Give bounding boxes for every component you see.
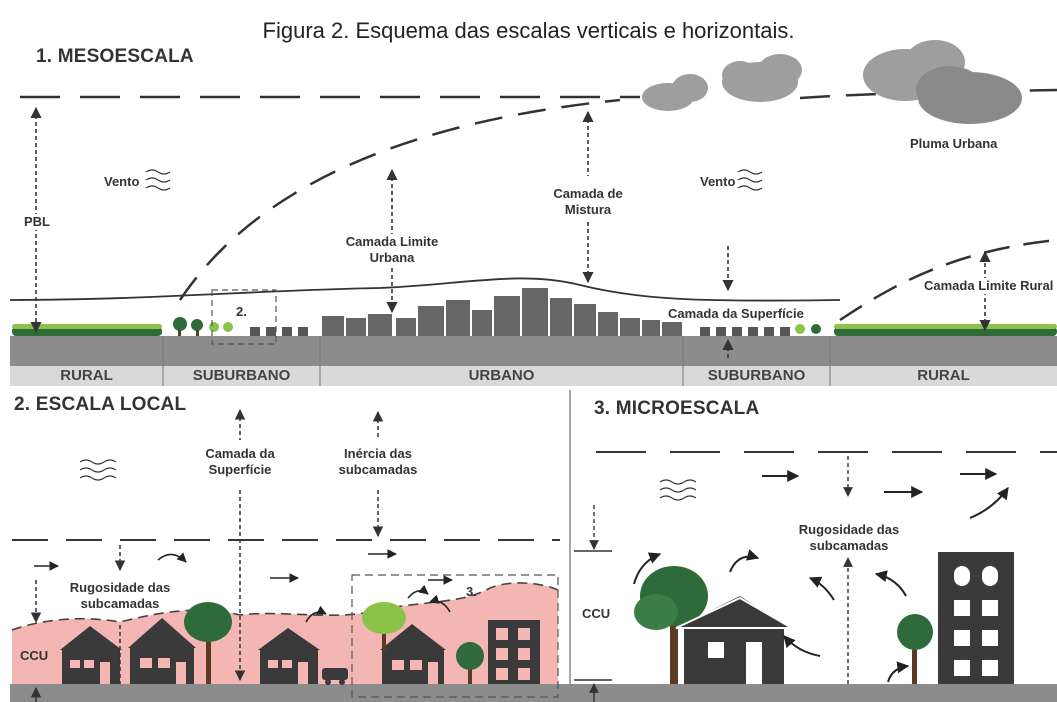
meso-ground xyxy=(10,336,1057,366)
label-micro-rugosidade-line1: Rugosidade das xyxy=(798,522,900,537)
label-camada-limite-urbana: Camada Limite Urbana xyxy=(340,234,444,266)
local-scale-panel xyxy=(10,408,570,702)
label-inercia: Inércia das subcamadas xyxy=(330,446,426,478)
urban-skyline xyxy=(322,288,682,336)
label-inset-3: 3. xyxy=(466,584,477,599)
surface-layer-curve xyxy=(9,277,841,302)
label-camada-limite-urbana-line1: Camada Limite xyxy=(345,234,439,249)
label-local-ccu: CCU xyxy=(20,648,49,663)
figure-caption: Figura 2. Esquema das escalas verticais … xyxy=(262,18,795,43)
label-local-camada-superficie-line2: Superfície xyxy=(208,462,272,477)
zone-suburbano-right: SUBURBANO xyxy=(707,367,806,384)
zone-rural-left: RURAL xyxy=(60,367,113,384)
label-inercia-line2: subcamadas xyxy=(338,462,418,477)
inset-3-box xyxy=(351,574,559,698)
zone-band xyxy=(10,366,1057,386)
label-local-rugosidade-line1: Rugosidade das xyxy=(69,580,171,595)
ucl-top-line xyxy=(11,582,559,631)
mesoscale-panel xyxy=(9,40,1057,386)
cloud-icon xyxy=(642,40,1022,124)
local-ground xyxy=(10,684,570,702)
suburban-houses-right xyxy=(700,324,821,336)
tree-icon xyxy=(184,602,484,684)
inset-2-box xyxy=(211,289,277,345)
label-inercia-line1: Inércia das xyxy=(344,446,412,461)
label-pbl: PBL xyxy=(24,214,50,230)
zone-suburbano-left: SUBURBANO xyxy=(192,367,291,384)
label-camada-superficie: Camada da Superfície xyxy=(668,306,804,321)
label-vento-left: Vento xyxy=(104,174,140,189)
label-pluma-urbana: Pluma Urbana xyxy=(910,136,998,151)
label-local-camada-superficie-line1: Camada da xyxy=(205,446,275,461)
panel-title-micro: 3. MICROESCALA xyxy=(594,398,760,419)
label-micro-rugosidade-line2: subcamadas xyxy=(809,538,889,553)
label-camada-mistura-line1: Camada de xyxy=(553,186,623,201)
label-micro-rugosidade: Rugosidade das subcamadas xyxy=(796,522,902,554)
zone-rural-right: RURAL xyxy=(917,367,970,384)
house-icon xyxy=(675,596,796,684)
label-camada-mistura-line2: Mistura xyxy=(564,202,612,217)
label-micro-ccu: CCU xyxy=(582,606,611,621)
building-icon xyxy=(488,620,540,684)
microscale-panel xyxy=(570,451,1057,702)
rural-vegetation-right xyxy=(834,324,1057,336)
label-camada-mistura: Camada de Mistura xyxy=(548,186,628,218)
suburban-houses-left xyxy=(250,327,308,336)
label-local-rugosidade: Rugosidade das subcamadas xyxy=(66,580,174,612)
zone-urbano: URBANO xyxy=(468,367,535,384)
tree-icon xyxy=(634,566,933,684)
car-icon xyxy=(322,668,348,685)
wind-icon xyxy=(79,459,117,481)
building-icon xyxy=(938,552,1014,684)
panel-title-meso: 1. MESOESCALA xyxy=(36,46,194,67)
label-local-rugosidade-line2: subcamadas xyxy=(80,596,160,611)
rural-vegetation-left xyxy=(12,324,162,336)
wind-icon xyxy=(145,169,763,191)
micro-ground xyxy=(570,684,1057,702)
label-camada-limite-rural: Camada Limite Rural xyxy=(924,278,1054,294)
label-local-camada-superficie: Camada da Superfície xyxy=(200,446,280,478)
suburban-trees-left xyxy=(173,317,233,336)
label-vento-right: Vento xyxy=(700,174,736,189)
panel-title-local: 2. ESCALA LOCAL xyxy=(14,394,187,415)
label-camada-limite-urbana-line2: Urbana xyxy=(369,250,415,265)
urban-boundary-curve xyxy=(178,98,621,301)
wind-icon xyxy=(659,479,697,501)
house-icon xyxy=(60,618,446,684)
label-inset-2: 2. xyxy=(236,304,247,319)
